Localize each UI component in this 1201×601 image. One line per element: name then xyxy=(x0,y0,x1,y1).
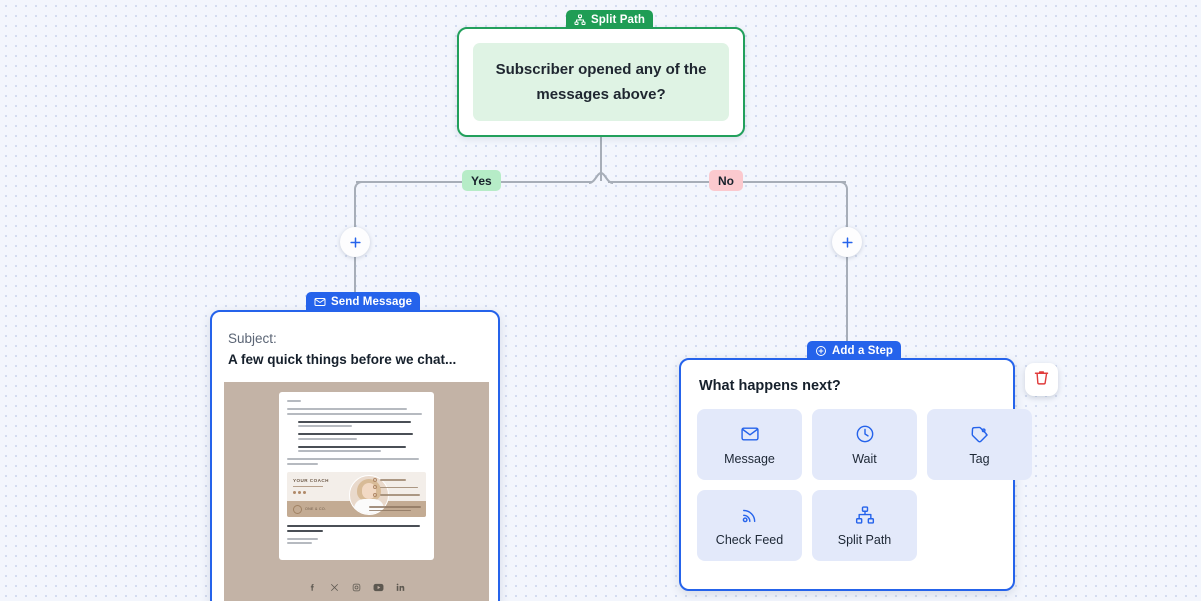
badge-split-path-label: Split Path xyxy=(591,13,646,26)
connector-splitter xyxy=(588,172,614,184)
signature-brand: ONE & CO. xyxy=(293,504,326,514)
connector-split-stem xyxy=(600,137,602,181)
split-path-question-text: Subscriber opened any of the messages ab… xyxy=(495,61,707,103)
step-option-split-path[interactable]: Split Path xyxy=(812,490,917,561)
badge-split-path[interactable]: Split Path xyxy=(566,10,654,29)
email-closing-line xyxy=(287,462,318,465)
connector-yes-elbow xyxy=(354,181,366,195)
x-twitter-icon xyxy=(329,582,340,593)
badge-add-a-step[interactable]: Add a Step xyxy=(807,341,902,360)
email-bullet-line xyxy=(298,425,352,428)
split-path-card[interactable]: Subscriber opened any of the messages ab… xyxy=(457,27,745,137)
email-signoff-line xyxy=(287,524,421,527)
rss-feed-icon xyxy=(740,504,760,525)
envelope-icon xyxy=(740,423,760,444)
sitemap-icon xyxy=(855,504,875,525)
facebook-icon xyxy=(307,582,318,593)
step-option-wait-label: Wait xyxy=(852,452,877,466)
signature-dots xyxy=(293,490,306,494)
brand-mark-icon xyxy=(293,504,302,514)
signature-divider xyxy=(293,485,323,488)
subject-label: Subject: xyxy=(228,331,277,346)
instagram-icon xyxy=(351,582,362,593)
delete-step-button[interactable] xyxy=(1025,363,1058,396)
trash-icon xyxy=(1033,369,1050,391)
connector-no-vertical xyxy=(846,192,848,360)
branch-label-yes-text: Yes xyxy=(471,173,492,188)
step-option-message[interactable]: Message xyxy=(697,409,802,480)
panel-title: What happens next? xyxy=(699,378,841,394)
step-option-check-feed-label: Check Feed xyxy=(715,533,784,547)
email-bullet-line xyxy=(298,450,382,453)
step-option-message-label: Message xyxy=(724,452,775,466)
email-preview-sheet: YOUR COACH ONE & CO. xyxy=(279,392,434,560)
step-option-split-path-label: Split Path xyxy=(837,533,892,547)
email-preview-thumbnail[interactable]: YOUR COACH ONE & CO. xyxy=(224,382,489,601)
subject-value: A few quick things before we chat... xyxy=(228,352,457,367)
connector-no-elbow xyxy=(836,181,848,195)
email-signature-card: YOUR COACH ONE & CO. xyxy=(287,471,426,517)
email-social-icons xyxy=(224,582,489,593)
email-signoff-line xyxy=(287,529,324,532)
email-bullet-line xyxy=(298,420,411,423)
tag-icon xyxy=(970,423,990,444)
email-greeting-line xyxy=(287,400,301,402)
linkedin-icon xyxy=(395,582,406,593)
step-option-tag[interactable]: Tag xyxy=(927,409,1032,480)
badge-send-message-label: Send Message xyxy=(331,295,413,308)
email-signoff-line xyxy=(287,537,318,540)
email-signoff-line xyxy=(287,542,313,545)
signature-contacts xyxy=(373,477,421,501)
add-step-button-yes-branch[interactable] xyxy=(340,227,370,257)
email-closing-line xyxy=(287,458,420,461)
signature-title: YOUR COACH xyxy=(293,477,329,483)
plus-icon xyxy=(348,235,363,250)
sitemap-icon xyxy=(574,14,586,26)
step-option-tag-label: Tag xyxy=(969,452,990,466)
email-intro-line xyxy=(287,408,407,410)
send-message-card[interactable]: Subject: A few quick things before we ch… xyxy=(210,310,500,601)
branch-label-no[interactable]: No xyxy=(709,170,743,191)
what-happens-next-panel[interactable]: What happens next? Message xyxy=(679,358,1032,591)
branch-label-no-text: No xyxy=(718,173,734,188)
branch-label-yes[interactable]: Yes xyxy=(462,170,501,191)
plus-circle-icon xyxy=(815,345,827,357)
step-option-wait[interactable]: Wait xyxy=(812,409,917,480)
step-option-check-feed[interactable]: Check Feed xyxy=(697,490,802,561)
badge-send-message[interactable]: Send Message xyxy=(306,292,421,311)
badge-add-a-step-label: Add a Step xyxy=(832,344,894,357)
email-bullet-line xyxy=(298,437,357,440)
email-intro-line xyxy=(287,412,422,415)
signature-footer-lines xyxy=(369,506,421,513)
split-path-question-panel: Subscriber opened any of the messages ab… xyxy=(473,43,729,121)
envelope-icon xyxy=(314,296,326,308)
step-type-grid: Message Wait Tag xyxy=(697,409,1032,561)
email-bullet-line xyxy=(298,445,406,448)
plus-icon xyxy=(840,235,855,250)
add-step-button-no-branch[interactable] xyxy=(832,227,862,257)
clock-icon xyxy=(855,423,875,444)
email-bullet-line xyxy=(298,433,414,436)
youtube-icon xyxy=(373,582,384,593)
